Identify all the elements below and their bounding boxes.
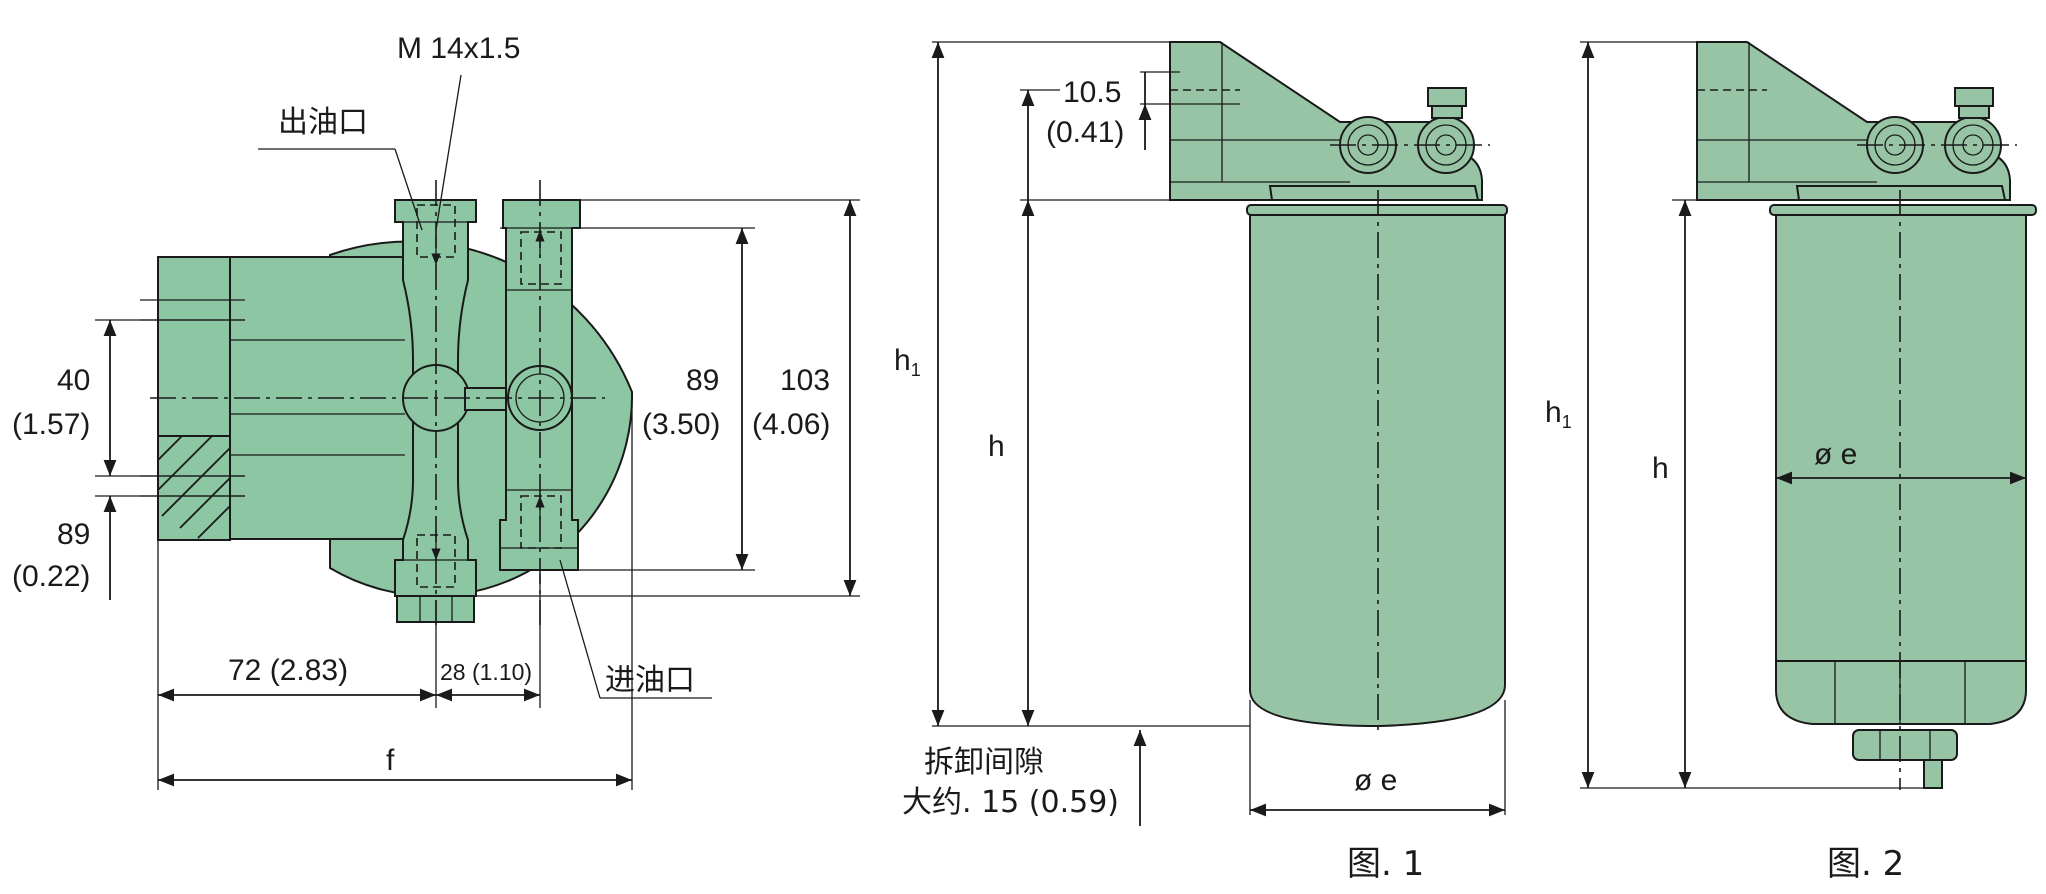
fig2-vent-screw [1954, 87, 1994, 107]
dim-89-left-inch-label: (0.22) [12, 560, 90, 593]
fig1-removal-line2: 大约. 15 (0.59) [902, 785, 1119, 820]
fig1-h1-label: h1 [894, 344, 921, 380]
thread-label: M 14x1.5 [397, 32, 520, 65]
top-view: M 14x1.5 出油口 进油口 40 (1.57) 89 (0.22) 89 … [12, 32, 860, 790]
fig1-canister [1249, 214, 1506, 728]
figure-1: 10.5 (0.41) h1 h 拆卸间隙 大约. 15 (0.59) ø e … [894, 41, 1508, 884]
fig1-dim-10-5-label: 10.5 [1063, 76, 1121, 109]
dim-28-label: 28 (1.10) [440, 659, 532, 685]
fig2-canister [1775, 214, 2027, 662]
fig2-water-bowl [1775, 660, 2027, 725]
inlet-label: 进油口 [605, 663, 695, 698]
fig1-diameter-label: ø e [1354, 764, 1397, 797]
fig2-drain-nut [1852, 729, 1958, 761]
dim-89-left-label: 89 [57, 518, 90, 551]
dim-103-label: 103 [780, 364, 830, 397]
fig1-caption: 图. 1 [1347, 844, 1424, 884]
fig1-canister-rim [1246, 204, 1508, 216]
fig1-removal-line1: 拆卸间隙 [924, 745, 1044, 780]
fig1-vent-screw [1427, 87, 1467, 107]
dim-89-right-label: 89 [686, 364, 719, 397]
dim-72-label: 72 (2.83) [228, 654, 348, 687]
fig2-caption: 图. 2 [1827, 844, 1904, 884]
fig2-canister-rim [1769, 204, 2037, 216]
figure-2: h1 h ø e 图. 2 [1545, 41, 2037, 884]
dim-103-inch-label: (4.06) [752, 408, 830, 441]
fig2-h-label: h [1652, 452, 1669, 485]
section-hatch [157, 435, 231, 541]
outlet-label: 出油口 [278, 105, 368, 140]
fig1-dim-10-5-inch-label: (0.41) [1046, 116, 1124, 149]
fig1-h-label: h [988, 430, 1005, 463]
dim-f-label: f [386, 744, 395, 777]
fig2-h1-label: h1 [1545, 396, 1572, 432]
dim-40-inch-label: (1.57) [12, 408, 90, 441]
fig2-diameter-label: ø e [1814, 438, 1857, 471]
dim-89-right-inch-label: (3.50) [642, 408, 720, 441]
hatch-lines [157, 435, 231, 539]
dim-40-label: 40 [57, 364, 90, 397]
